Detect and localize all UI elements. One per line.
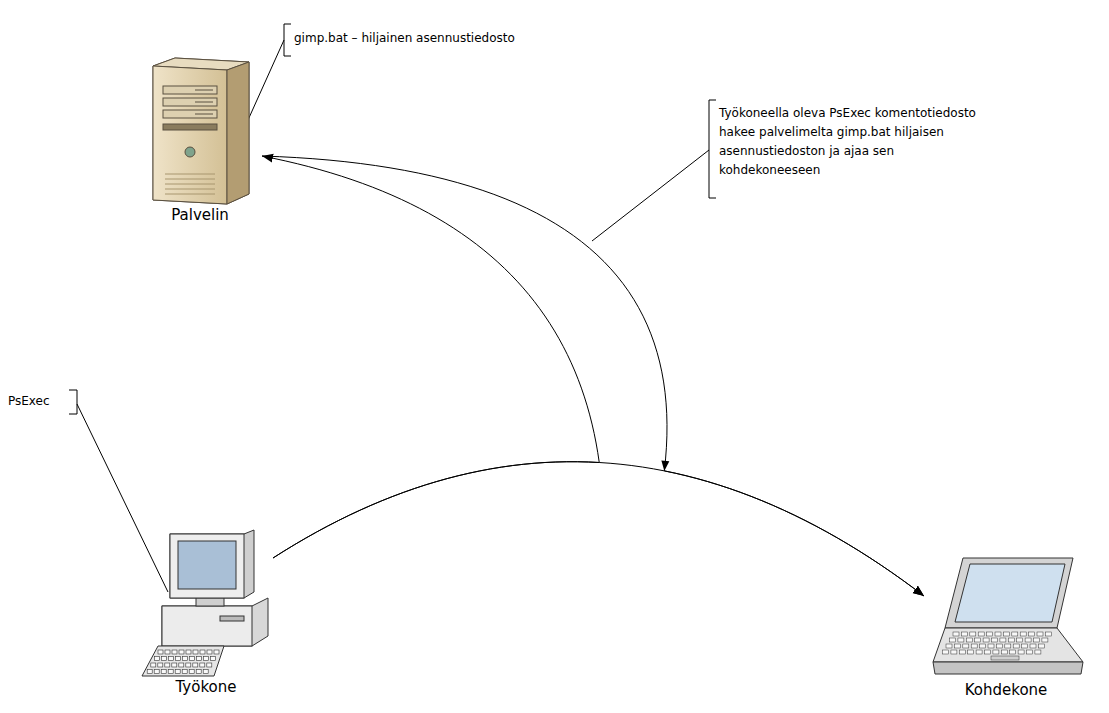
workstation-icon — [140, 528, 272, 678]
flow-arrow — [262, 156, 599, 558]
callout-bracket — [709, 100, 716, 198]
callout-text: PsExec — [8, 392, 50, 411]
computer-node: Palvelin — [140, 56, 260, 224]
callout-bracket — [284, 24, 291, 56]
computer-node: Työkone — [140, 528, 272, 696]
leader-line — [248, 40, 284, 120]
flow-arrow — [262, 156, 924, 596]
flow-arrow — [273, 462, 924, 596]
node-label: Työkone — [140, 678, 272, 696]
arrow-head — [660, 461, 669, 472]
leader-line — [77, 404, 168, 592]
node-label: Palvelin — [140, 206, 260, 224]
leader-line — [592, 150, 709, 241]
server-icon — [145, 56, 255, 206]
laptop-icon — [925, 556, 1087, 681]
callout-text: gimp.bat – hiljainen asennustiedosto — [294, 29, 515, 48]
callout-text: Työkoneella oleva PsExec komentotiedosto… — [719, 104, 991, 180]
computer-node: Kohdekone — [925, 556, 1087, 699]
callout-bracket — [69, 390, 77, 414]
node-label: Kohdekone — [925, 681, 1087, 699]
